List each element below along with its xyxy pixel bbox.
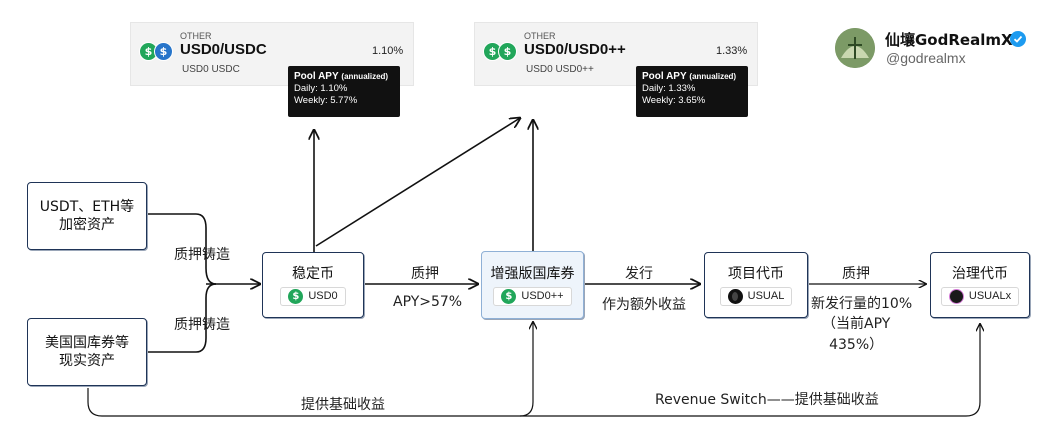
connector-crypto: [147, 213, 217, 285]
pool-category: OTHER: [180, 31, 212, 41]
label-mint-top: 质押铸造: [174, 247, 230, 263]
label-extra-yield: 作为额外收益: [602, 297, 686, 313]
tooltip-title: Pool APY: [294, 71, 339, 82]
usualx-coin-icon: [948, 288, 964, 304]
token-name: USD0++: [521, 290, 564, 302]
node-crypto-assets-label: USDT、ETH等 加密资产: [39, 199, 135, 233]
node-enhanced-title: 增强版国库券: [490, 265, 575, 282]
pool-apy-value: 1.33%: [716, 45, 748, 57]
profile-name[interactable]: 仙壤GodRealmX: [885, 31, 1013, 49]
token-chip-usualx: USUALx: [940, 286, 1020, 306]
node-project-title: 项目代币: [728, 265, 784, 282]
token-chip-usual: USUAL: [719, 286, 793, 306]
pool-apy-tooltip: Pool APY (annualized) Daily: 1.33% Weekl…: [636, 66, 748, 117]
token-name: USUAL: [747, 290, 785, 302]
tooltip-weekly: Weekly: 5.77%: [294, 95, 358, 106]
label-new-issue: 新发行量的10%: [811, 296, 913, 312]
pool-tokens: USD0 USD0++: [526, 64, 594, 75]
tooltip-weekly: Weekly: 3.65%: [642, 95, 706, 106]
node-stablecoin-title: 稳定币: [292, 265, 334, 282]
usd0pp-coin-icon: $: [501, 288, 517, 304]
node-governance-title: 治理代币: [952, 265, 1008, 282]
node-treasury-assets: 美国国库券等 现实资产: [27, 318, 147, 386]
label-revenue-switch: Revenue Switch——提供基础收益: [655, 392, 879, 408]
pool-pair-name: USD0/USDC: [180, 41, 267, 58]
usd0-coin-icon: $: [288, 288, 304, 304]
label-stake: 质押: [411, 266, 439, 282]
label-issue: 发行: [625, 266, 653, 282]
label-stake-governance: 质押: [842, 266, 870, 282]
label-apy-note: APY>57%: [393, 294, 463, 310]
node-stablecoin: 稳定币 $ USD0: [262, 252, 364, 318]
pool-coin-pair-icon: $$: [139, 42, 173, 61]
pool-tokens: USD0 USDC: [182, 64, 240, 75]
arrow-base-yield: [87, 322, 533, 417]
pool-coin-pair-icon: $$: [483, 42, 517, 61]
pool-apy-value: 1.10%: [372, 45, 404, 57]
token-chip-usd0pp: $ USD0++: [493, 286, 572, 306]
pool-pair-name: USD0/USD0++: [524, 41, 626, 58]
pool-category: OTHER: [524, 31, 556, 41]
tooltip-daily: Daily: 1.10%: [294, 83, 348, 94]
pool-apy-tooltip: Pool APY (annualized) Daily: 1.10% Weekl…: [288, 66, 400, 117]
node-project-token: 项目代币 USUAL: [704, 252, 808, 318]
usual-coin-icon: [727, 288, 743, 304]
node-enhanced-treasury: 增强版国库券 $ USD0++: [481, 251, 584, 319]
arrow-revenue-switch: [520, 324, 980, 417]
token-name: USUALx: [968, 290, 1012, 302]
profile-avatar[interactable]: [835, 28, 875, 68]
token-name: USD0: [308, 290, 338, 302]
connector-treasury: [147, 283, 217, 353]
label-base-yield: 提供基础收益: [301, 397, 385, 413]
node-crypto-assets: USDT、ETH等 加密资产: [27, 182, 147, 250]
tooltip-title-suffix: (annualized): [341, 72, 389, 81]
verified-badge-icon: [1010, 31, 1026, 47]
node-governance-token: 治理代币 USUALx: [930, 252, 1030, 318]
token-chip-usd0: $ USD0: [280, 286, 346, 306]
label-current-apy: （当前APY 435%）: [822, 316, 891, 353]
tooltip-title: Pool APY: [642, 71, 687, 82]
label-mint-bottom: 质押铸造: [174, 317, 230, 333]
node-treasury-assets-label: 美国国库券等 现实资产: [45, 335, 129, 369]
tooltip-title-suffix: (annualized): [689, 72, 737, 81]
arrow-to-pool2-diagonal: [315, 118, 520, 247]
tooltip-daily: Daily: 1.33%: [642, 83, 696, 94]
profile-handle[interactable]: @godrealmx: [886, 50, 966, 66]
